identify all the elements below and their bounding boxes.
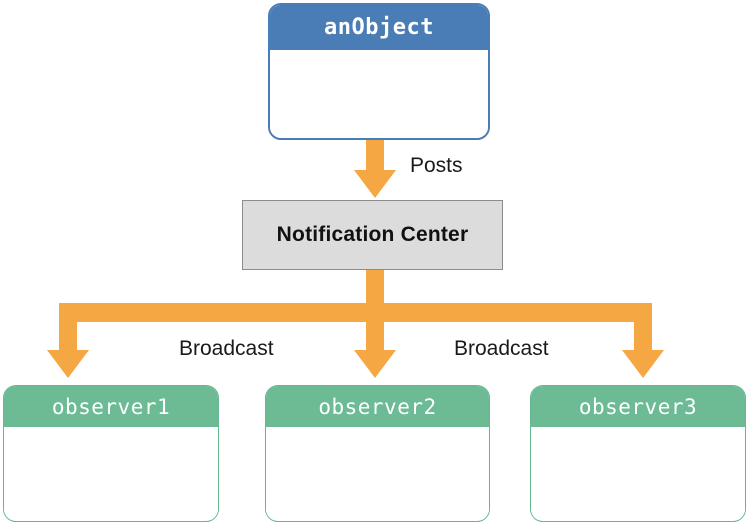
broadcast-middle-stem — [366, 303, 384, 353]
posts-arrow-head — [354, 170, 396, 198]
broadcast-middle-arrow-head — [354, 350, 396, 378]
edge-label-broadcast-left: Broadcast — [179, 337, 274, 360]
object-box-observer1[interactable]: observer1 — [3, 385, 219, 522]
broadcast-right-stem — [634, 303, 652, 353]
object-body-observer1 — [4, 427, 218, 520]
notification-center-box[interactable]: Notification Center — [242, 200, 503, 270]
broadcast-left-stem — [59, 303, 77, 353]
object-box-observer2[interactable]: observer2 — [265, 385, 490, 522]
object-header-anobject: anObject — [270, 5, 488, 50]
object-body-observer3 — [531, 427, 745, 520]
object-header-observer2: observer2 — [266, 386, 489, 427]
object-box-anobject[interactable]: anObject — [268, 3, 490, 140]
broadcast-right-arrow-head — [622, 350, 664, 378]
broadcast-horizontal-bar — [59, 303, 652, 322]
broadcast-left-arrow-head — [47, 350, 89, 378]
object-body-observer2 — [266, 427, 489, 520]
object-header-observer3: observer3 — [531, 386, 745, 427]
object-header-observer1: observer1 — [4, 386, 218, 427]
edge-label-broadcast-right: Broadcast — [454, 337, 549, 360]
edge-label-posts: Posts — [410, 154, 463, 177]
object-box-observer3[interactable]: observer3 — [530, 385, 746, 522]
object-body-anobject — [270, 50, 488, 138]
posts-arrow-stem — [366, 140, 384, 173]
